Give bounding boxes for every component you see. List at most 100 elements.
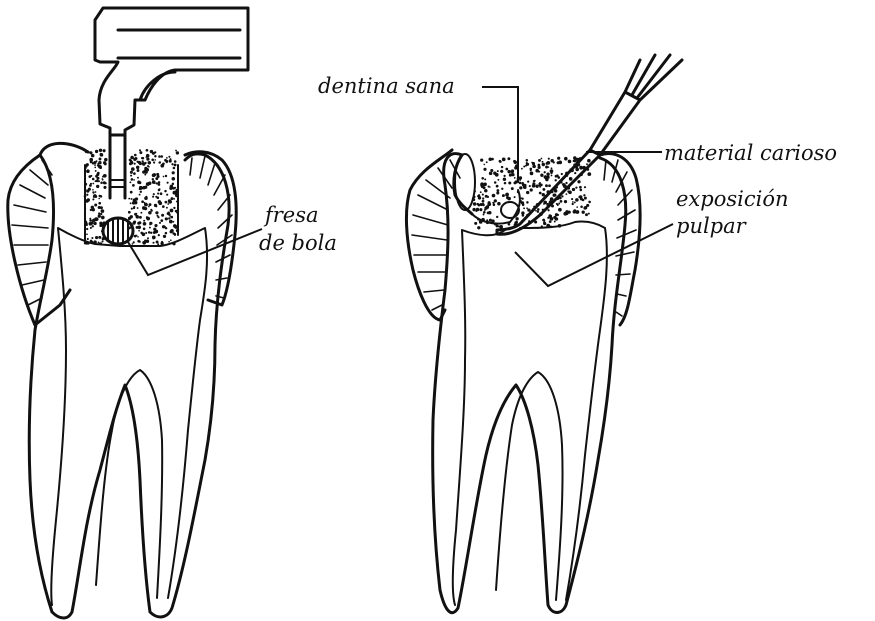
caries-dot — [141, 157, 143, 159]
caries-dot — [86, 228, 88, 230]
caries-dot — [86, 233, 88, 235]
caries-dot — [134, 154, 137, 157]
caries-dot — [144, 203, 148, 207]
caries-dot — [544, 171, 546, 173]
caries-dot — [152, 152, 155, 155]
enamel-stripe — [617, 230, 636, 238]
excavator-instrument — [497, 55, 682, 234]
label-fresa: fresa — [263, 203, 319, 227]
caries-dot — [496, 224, 499, 227]
caries-dot — [157, 243, 159, 245]
caries-dot — [146, 149, 149, 152]
caries-dot — [511, 173, 514, 176]
caries-dot — [132, 222, 135, 225]
pulp-exposure-point — [501, 202, 519, 218]
caries-dot — [543, 220, 545, 222]
caries-dot — [480, 191, 482, 193]
label-exposicion: exposición — [676, 187, 789, 211]
caries-dot — [93, 161, 96, 164]
caries-dot — [493, 203, 496, 206]
caries-dot — [535, 185, 538, 188]
caries-dot — [515, 217, 518, 220]
round-bur-icon — [103, 218, 133, 244]
caries-dot — [483, 186, 486, 189]
caries-dot — [129, 181, 131, 183]
caries-dot — [152, 236, 156, 240]
caries-dot — [551, 167, 553, 169]
caries-dot — [168, 156, 170, 158]
caries-dot — [533, 180, 535, 182]
caries-dot — [137, 236, 139, 238]
caries-dot — [100, 223, 102, 225]
caries-dot — [545, 178, 547, 180]
caries-dot — [550, 172, 552, 174]
caries-dot — [94, 167, 96, 169]
caries-dot — [558, 208, 562, 212]
caries-dot — [144, 196, 148, 200]
caries-dot — [98, 215, 101, 218]
caries-dot — [539, 184, 542, 187]
caries-dot — [166, 157, 168, 159]
caries-dot — [98, 202, 101, 205]
caries-dot — [522, 183, 525, 186]
caries-dot — [165, 160, 168, 163]
label-dentina-sana: dentina sana — [318, 74, 455, 98]
caries-dot — [172, 221, 174, 223]
caries-dot — [487, 202, 491, 206]
caries-dot — [171, 216, 174, 219]
caries-dot — [150, 232, 152, 234]
caries-dot — [548, 184, 551, 187]
enamel-stripe — [616, 312, 622, 316]
caries-dot — [565, 210, 568, 213]
caries-dot — [166, 194, 168, 196]
caries-dot — [522, 214, 525, 217]
caries-dot — [543, 203, 545, 205]
caries-dot — [171, 197, 174, 200]
caries-dot — [168, 217, 170, 219]
enamel-stripe — [418, 195, 448, 210]
enamel-stripe — [208, 163, 215, 185]
caries-dot — [173, 191, 177, 195]
caries-dot — [132, 243, 134, 245]
caries-dot — [553, 216, 556, 219]
caries-dot — [100, 153, 102, 155]
enamel-stripe — [200, 156, 205, 178]
caries-dot — [138, 161, 140, 163]
bur-collar — [110, 180, 125, 187]
caries-dot — [160, 164, 164, 168]
caries-dot — [94, 195, 97, 198]
caries-dot — [145, 156, 147, 158]
caries-dot — [154, 155, 156, 157]
caries-dot — [514, 161, 518, 165]
caries-dot — [170, 209, 174, 213]
left-pulp-chamber — [51, 228, 207, 605]
caries-dot — [142, 241, 146, 245]
caries-dot — [96, 185, 99, 188]
caries-dot — [526, 201, 529, 204]
caries-dot — [502, 194, 505, 197]
caries-dot — [133, 179, 135, 181]
caries-dot — [129, 162, 132, 165]
caries-dot — [507, 197, 510, 200]
enamel-stripe — [412, 235, 447, 240]
caries-dot — [94, 203, 97, 206]
caries-dot — [173, 167, 176, 170]
caries-dot — [488, 157, 492, 161]
caries-dot — [540, 174, 543, 177]
caries-dot — [172, 242, 175, 245]
caries-dot — [98, 198, 100, 200]
caries-dot — [139, 149, 141, 151]
caries-dot — [104, 158, 108, 162]
caries-dot — [573, 210, 577, 214]
label-de-bola: de bola — [259, 231, 337, 255]
caries-dot — [561, 195, 563, 197]
caries-dot — [131, 178, 134, 181]
caries-dot — [100, 181, 103, 184]
caries-dot — [159, 161, 161, 163]
caries-dot — [146, 216, 149, 219]
caries-dot — [529, 185, 531, 187]
caries-dot — [139, 216, 142, 219]
caries-dot — [473, 202, 476, 205]
caries-dot — [484, 189, 487, 192]
caries-dot — [477, 226, 480, 229]
